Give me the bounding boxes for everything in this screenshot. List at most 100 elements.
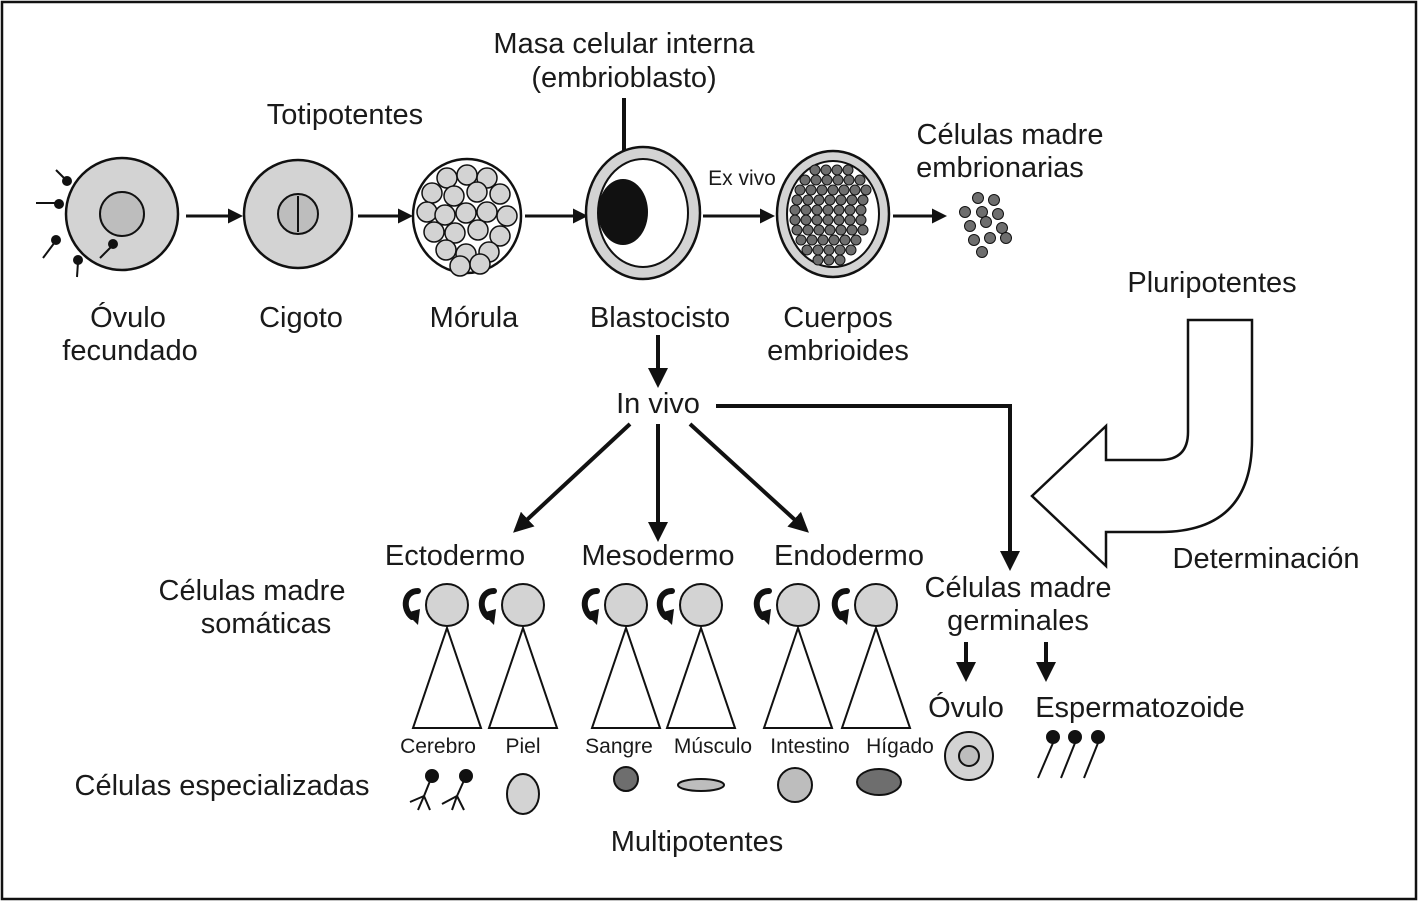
embryoid-cell xyxy=(834,254,846,266)
morula-cell xyxy=(435,239,457,261)
embryoid-cell xyxy=(844,214,856,226)
cuerpos-embrioides-label-2: embrioides xyxy=(767,335,909,367)
ectodermo-label: Ectodermo xyxy=(385,540,525,572)
cigoto-label: Cigoto xyxy=(259,302,343,334)
embryonic-stem-cell xyxy=(972,192,984,204)
embryoid-cell xyxy=(791,194,803,206)
ovulo-fecundado-label-2: fecundado xyxy=(62,335,197,367)
stem-cell-circle xyxy=(679,583,723,627)
morula-cell xyxy=(496,205,518,227)
multipotentes-label: Multipotentes xyxy=(611,826,784,858)
embryoid-cell xyxy=(794,184,806,196)
embryoid-cell xyxy=(850,234,862,246)
embryoid-cell xyxy=(816,184,828,196)
embryonic-stem-cell xyxy=(992,208,1004,220)
piel-label: Piel xyxy=(505,735,540,758)
embryoid-cell xyxy=(833,204,845,216)
neuron-icon xyxy=(409,769,473,811)
embryoid-cell xyxy=(789,214,801,226)
cuerpos-embrioides-icon xyxy=(775,149,891,279)
morula-cell xyxy=(466,181,488,203)
differentiation-triangle xyxy=(665,624,737,729)
embryoid-cell xyxy=(855,204,867,216)
masa-celular-label-2: (embrioblasto) xyxy=(531,62,716,94)
embryoid-cell xyxy=(833,214,845,226)
arrow-invivo-germinales xyxy=(716,404,1020,571)
skin-cell-icon xyxy=(506,773,540,815)
morula-label: Mórula xyxy=(430,302,520,334)
morula-cell xyxy=(469,253,491,275)
espermatozoide-icon xyxy=(1037,730,1105,779)
embryonic-stem-cell xyxy=(959,206,971,218)
embryoid-cell xyxy=(849,184,861,196)
morula-icon xyxy=(411,157,523,277)
differentiation-triangle xyxy=(840,624,912,729)
embryoid-cell xyxy=(846,224,858,236)
ovulo-fecundado-icon xyxy=(36,156,180,278)
embryoid-cell xyxy=(824,224,836,236)
embryonic-stem-cell xyxy=(980,216,992,228)
embryoid-cell xyxy=(812,244,824,256)
intestine-cell-icon xyxy=(777,767,813,803)
embryonic-stem-cell xyxy=(976,206,988,218)
embryoid-cell xyxy=(834,244,846,256)
stem-cell-circle xyxy=(776,583,820,627)
embryoid-cell xyxy=(827,184,839,196)
mesodermo-label: Mesodermo xyxy=(581,540,734,572)
pluripotentes-label: Pluripotentes xyxy=(1127,267,1296,299)
differentiation-triangle xyxy=(411,624,483,729)
musculo-label: Músculo xyxy=(674,735,752,758)
celulas-madre-germinales-label-1: Células madre xyxy=(925,572,1112,604)
morula-cell xyxy=(455,202,477,224)
embryonic-stem-cell xyxy=(1000,232,1012,244)
morula-cell xyxy=(444,222,466,244)
morula-cell xyxy=(467,219,489,241)
celulas-madre-somaticas-label-1: Células madre xyxy=(159,575,346,607)
morula-cell xyxy=(416,201,438,223)
embryoid-cell xyxy=(843,174,855,186)
embryoid-cell xyxy=(800,204,812,216)
embryoid-cell xyxy=(846,194,858,206)
embryoid-cell xyxy=(800,214,812,226)
stem-cell-circle xyxy=(854,583,898,627)
embryoid-cell xyxy=(811,214,823,226)
embryoid-cell xyxy=(857,224,869,236)
embryoid-cell xyxy=(839,234,851,246)
embryoid-cell xyxy=(828,234,840,246)
embryoid-cell xyxy=(823,244,835,256)
embryoid-cell xyxy=(802,224,814,236)
blastocisto-icon xyxy=(584,145,702,281)
embryoid-cell xyxy=(838,184,850,196)
stem-cell-circle xyxy=(501,583,545,627)
arrow-invivo-ectodermo xyxy=(513,422,632,533)
ovulo-label: Óvulo xyxy=(928,691,1004,724)
embryonic-stem-cell xyxy=(996,222,1008,234)
morula-cell xyxy=(443,185,465,207)
embryoid-cell xyxy=(822,214,834,226)
embryoid-cell xyxy=(820,164,832,176)
embryoid-cell xyxy=(801,244,813,256)
embryoid-cell xyxy=(831,164,843,176)
embryoid-cell xyxy=(845,244,857,256)
morula-cell xyxy=(449,255,471,277)
embryoid-cell xyxy=(791,224,803,236)
embryoid-cell xyxy=(806,234,818,246)
embryoid-cell xyxy=(810,174,822,186)
celulas-madre-germinales-label-2: germinales xyxy=(947,605,1089,637)
embryoid-cell xyxy=(812,254,824,266)
morula-cell xyxy=(423,221,445,243)
celulas-madre-embrionarias-label-1: Células madre xyxy=(917,119,1104,151)
intestino-label: Intestino xyxy=(770,735,849,758)
muscle-cell-icon xyxy=(677,778,725,792)
embryonic-stem-cell xyxy=(976,246,988,258)
liver-cell-icon xyxy=(856,768,902,796)
embryoid-cell xyxy=(842,164,854,176)
sangre-label: Sangre xyxy=(585,735,653,758)
morula-cell xyxy=(421,182,443,204)
determinacion-arrow xyxy=(1030,318,1254,569)
embryoid-cell xyxy=(824,194,836,206)
embryonic-stem-cell xyxy=(988,194,1000,206)
cerebro-label: Cerebro xyxy=(400,735,476,758)
embryoid-cell xyxy=(795,234,807,246)
